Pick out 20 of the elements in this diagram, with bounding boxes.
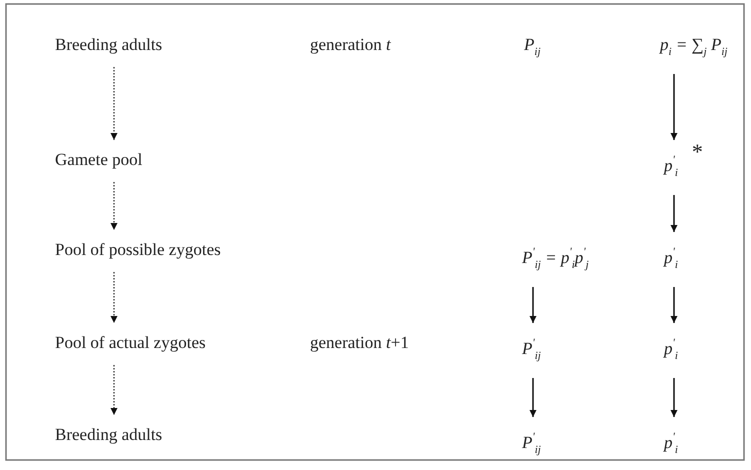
arrow — [530, 287, 536, 323]
formula: P$_{ij}$ — [524, 35, 541, 60]
stage-label: Pool of possible zygotes — [55, 240, 221, 260]
stage-label: Breeding adults — [55, 425, 162, 445]
generation-label: generation t — [310, 35, 391, 55]
arrow — [110, 364, 118, 416]
stage-label: Breeding adults — [55, 35, 162, 55]
stage-label: Pool of actual zygotes — [55, 333, 206, 353]
stage-label: Gamete pool — [55, 150, 142, 170]
asterisk-note: * — [692, 142, 703, 162]
arrow — [670, 195, 678, 232]
arrow — [530, 378, 536, 417]
arrow — [110, 272, 118, 324]
generation-label: generation t+1 — [310, 333, 409, 353]
arrow — [670, 378, 678, 417]
arrow — [670, 74, 678, 140]
arrow — [110, 182, 118, 230]
arrow — [670, 287, 678, 323]
formula: p$_{i}$ = ∑$_{j}$ P$_{ij}$ — [660, 35, 728, 62]
arrow — [110, 66, 118, 140]
